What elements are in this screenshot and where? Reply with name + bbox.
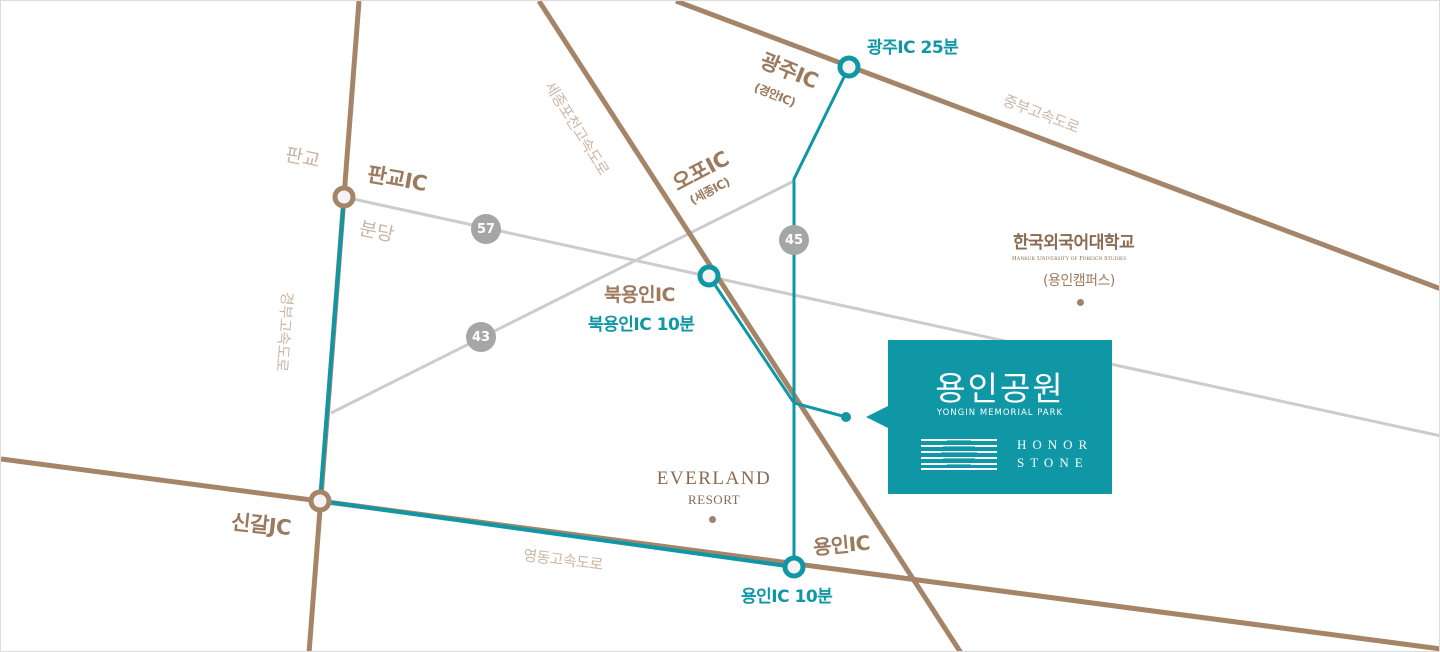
landmark-hufs-name: 한국외국어대학교 xyxy=(1013,233,1135,253)
landmark-everland-dot xyxy=(709,516,716,523)
route-badge-57: 57 xyxy=(471,214,501,244)
route-badge-45: 45 xyxy=(779,225,809,255)
route-45 xyxy=(792,66,851,567)
label-gwangju-ic-time: 광주IC 25분 xyxy=(867,38,959,58)
destination-callout: 용인공원 YONGIN MEMORIAL PARK xyxy=(866,340,1112,494)
singal-jc-node xyxy=(308,489,332,513)
yongin-ic-node xyxy=(782,555,806,579)
road-57 xyxy=(343,195,1439,438)
label-bukyongin-ic-time: 북용인IC 10분 xyxy=(588,315,695,335)
label-yongin-ic: 용인IC xyxy=(812,530,871,560)
callout-pointer xyxy=(866,406,888,428)
honor-stone-logo-icon xyxy=(921,439,997,470)
brand-line-honor: HONOR xyxy=(1017,437,1094,452)
landmark-everland-sub: RESORT xyxy=(687,492,741,507)
sejong-pocheon-expressway xyxy=(536,1,963,651)
brand-line-stone: STONE xyxy=(1017,455,1089,470)
route-badge-43: 43 xyxy=(466,322,496,352)
route-pangyo-singal xyxy=(318,196,346,502)
road-43 xyxy=(330,179,795,415)
access-routes xyxy=(318,66,851,569)
label-bukyongin-ic: 북용인IC xyxy=(604,284,675,306)
highway-label-gyeongbu: 경부고속도로 xyxy=(272,291,297,372)
honor-stone-brand: HONOR STONE xyxy=(921,436,1093,472)
landmark-everland-name: EVERLAND xyxy=(656,468,772,489)
destination-name-en: YONGIN MEMORIAL PARK xyxy=(936,408,1064,418)
gwangju-ic-node xyxy=(837,55,861,79)
local-roads xyxy=(330,179,1439,438)
destination-dot xyxy=(841,412,851,422)
landmark-hufs-dot xyxy=(1077,299,1084,306)
yeongdong-expressway xyxy=(1,456,1439,651)
destination-name-kr: 용인공원 xyxy=(935,369,1065,408)
honor-stone-wordmark: HONOR STONE xyxy=(1017,436,1093,472)
route-bukyongin xyxy=(707,275,847,419)
interchange-nodes xyxy=(308,55,861,579)
pangyo-ic-node xyxy=(332,185,356,209)
landmark-hufs-english: Hankuk University of Foreign Studies xyxy=(1012,255,1127,262)
bukyongin-ic-node xyxy=(697,264,721,288)
label-yongin-ic-time: 용인IC 10분 xyxy=(741,587,833,607)
landmark-hufs-campus: (용인캠퍼스) xyxy=(1043,273,1115,289)
jungbu-expressway xyxy=(675,1,1439,291)
route-singal-yongin xyxy=(319,499,795,569)
